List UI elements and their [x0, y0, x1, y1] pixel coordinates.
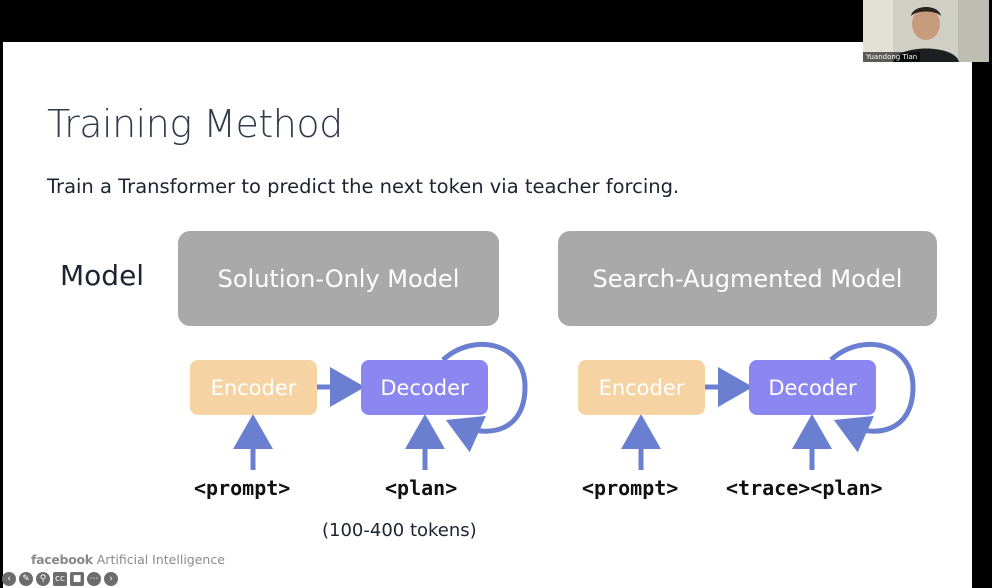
plan-token-label: <plan>	[385, 476, 458, 500]
search-augmented-model-box: Search-Augmented Model	[558, 231, 937, 326]
participant-name: Yuandong Tian	[863, 52, 921, 62]
footer-brand: facebook Artificial Intelligence	[31, 552, 225, 567]
footer-division: Artificial Intelligence	[96, 552, 225, 567]
pen-icon[interactable]: ✎	[19, 572, 33, 586]
encoder-block-2: Encoder	[578, 360, 705, 415]
encoder-block: Encoder	[190, 360, 317, 415]
participant-video[interactable]: Yuandong Tian	[863, 0, 989, 62]
presentation-slide: Training Method Train a Transformer to p…	[3, 42, 972, 588]
decoder-loop-arrow-2	[829, 342, 916, 453]
camera-icon[interactable]: ■	[70, 572, 84, 586]
zoom-icon[interactable]: ⚲	[36, 572, 50, 586]
facebook-logo-text: facebook	[31, 552, 93, 567]
solution-only-model-box: Solution-Only Model	[178, 231, 499, 326]
diagram-arrows	[233, 342, 916, 470]
decoder-block: Decoder	[361, 360, 488, 415]
captions-icon[interactable]: cc	[53, 572, 67, 586]
decoder-loop-arrow	[441, 342, 528, 453]
trace-plan-token-label: <trace><plan>	[726, 476, 883, 500]
presentation-toolbar: ‹ ✎ ⚲ cc ■ ⋯ ›	[2, 571, 118, 587]
token-count-note: (100-400 tokens)	[322, 520, 477, 541]
decoder-block-2: Decoder	[749, 360, 876, 415]
participant-portrait-icon	[863, 0, 989, 62]
slide-subtitle: Train a Transformer to predict the next …	[47, 175, 680, 198]
prompt-token-label: <prompt>	[194, 476, 291, 500]
prompt-token-label-2: <prompt>	[582, 476, 679, 500]
model-label: Model	[60, 259, 145, 292]
slide-title: Training Method	[47, 102, 343, 146]
more-icon[interactable]: ⋯	[87, 572, 101, 586]
back-icon[interactable]: ‹	[2, 572, 16, 586]
forward-icon[interactable]: ›	[104, 572, 118, 586]
